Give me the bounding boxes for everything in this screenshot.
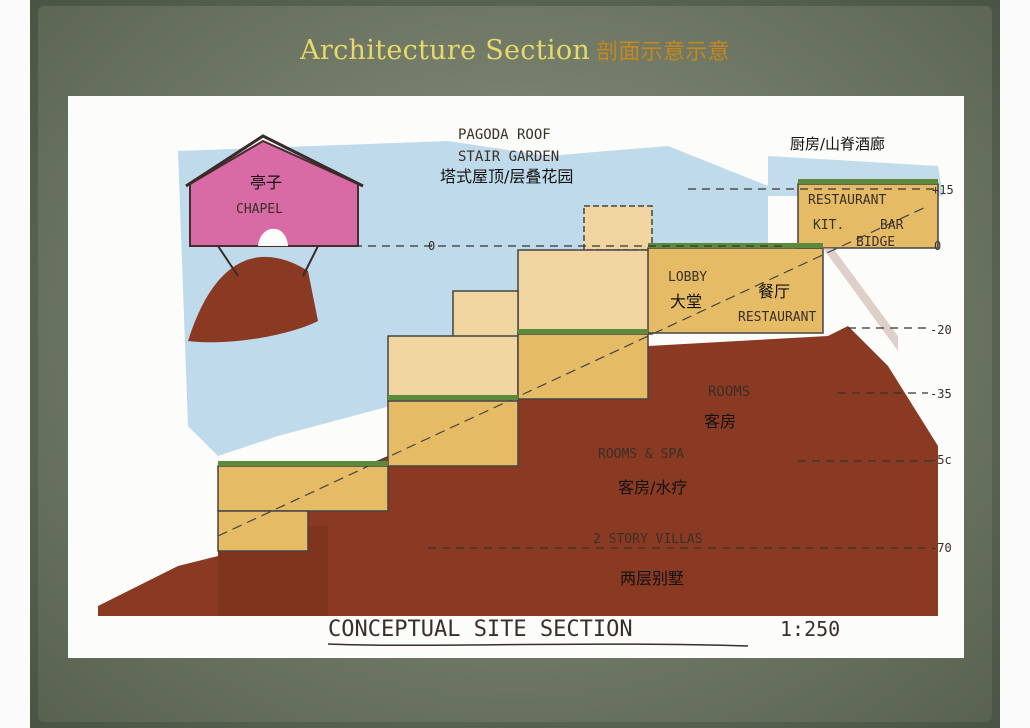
level-minus50: -5c: [930, 453, 952, 467]
label-restaurant-zh: 餐厅: [758, 282, 790, 301]
sketch-caption: CONCEPTUAL SITE SECTION: [328, 617, 633, 642]
sketch-scale: 1:250: [780, 617, 840, 641]
label-rooms-zh: 客房: [704, 412, 736, 431]
slide-title-text: Architecture Section: [300, 35, 591, 66]
label-villas-zh: 两层别墅: [620, 569, 684, 588]
label-pagoda-zh: 塔式屋顶/层叠花园: [440, 167, 573, 186]
level-minus35: -35: [930, 387, 952, 401]
chapel-building: [185, 134, 364, 277]
site-section-sketch: PAGODA ROOF STAIR GARDEN CHAPEL RESTAURA…: [98, 127, 954, 647]
label-rooms-spa-zh: 客房/水疗: [618, 478, 687, 497]
terrace-buildings: [217, 183, 939, 552]
level-lines: [298, 188, 938, 549]
label-kit: KIT.: [813, 218, 844, 233]
label-stair-garden: STAIR GARDEN: [458, 149, 559, 165]
level-plus15: +15: [932, 183, 954, 197]
label-rooms-spa: ROOMS & SPA: [598, 447, 684, 462]
label-chapel: CHAPEL: [236, 202, 283, 217]
label-villas: 2 STORY VILLAS: [593, 532, 703, 547]
label-pagoda-roof: PAGODA ROOF: [458, 127, 551, 143]
level-minus70: -70: [930, 541, 952, 555]
label-restaurant: RESTAURANT: [738, 310, 816, 325]
label-lobby-zh: 大堂: [670, 292, 702, 311]
label-restaurant-top: RESTAURANT: [808, 193, 886, 208]
level-zero-left: 0: [428, 239, 435, 253]
label-lobby: LOBBY: [668, 270, 707, 285]
level-minus20: -20: [930, 323, 952, 337]
label-rooms: ROOMS: [708, 384, 750, 400]
label-bidge: BIDGE: [856, 235, 895, 250]
level-zero-right: 0: [934, 239, 941, 253]
slide-title-zh: 剖面示意示意: [596, 40, 730, 65]
label-kitchen-zh: 厨房/山脊酒廊: [790, 135, 885, 153]
label-chapel-zh: 亭子: [250, 173, 282, 192]
label-bar: BAR: [880, 218, 904, 233]
